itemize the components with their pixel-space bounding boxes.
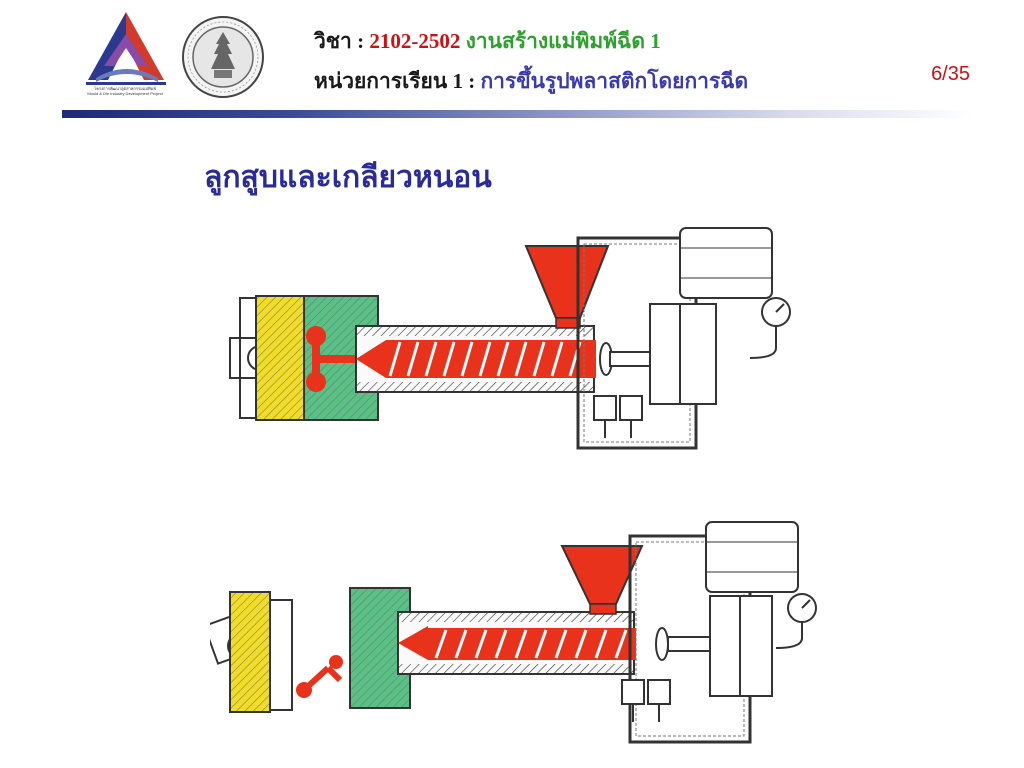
subject-name: งานสร้างแม่พิมพ์ฉีด 1 [460, 29, 661, 53]
unit-colon: : [462, 69, 481, 93]
mould-die-logo-icon [86, 12, 166, 85]
injection-diagram-closed [229, 227, 791, 450]
subject-line: วิชา : 2102-2502 งานสร้างแม่พิมพ์ฉีด 1 [314, 25, 661, 58]
unit-label: หน่วยการเรียน 1 [314, 69, 463, 93]
subject-code: 2102-2502 [369, 29, 461, 53]
page-number: 6/35 [931, 63, 970, 85]
logo-tagline: โครงการพัฒนาอุตสาหกรรมแม่พิมพ์ Mould & D… [70, 86, 180, 96]
injection-diagram-open [210, 521, 817, 744]
logo-tagline-th: โครงการพัฒนาอุตสาหกรรมแม่พิมพ์ [94, 86, 156, 91]
vocational-education-seal-icon [182, 16, 264, 98]
section-title: ลูกสูบและเกลียวหนอน [204, 161, 492, 194]
logo-tagline-en: Mould & Die Industry Development Project [87, 91, 163, 96]
unit-title: การขึ้นรูปพลาสติกโดยการฉีด [480, 69, 749, 93]
header-divider [62, 110, 972, 118]
subject-label: วิชา [314, 29, 352, 53]
subject-colon: : [351, 29, 370, 53]
unit-line: หน่วยการเรียน 1 : การขึ้นรูปพลาสติกโดยกา… [314, 65, 748, 98]
